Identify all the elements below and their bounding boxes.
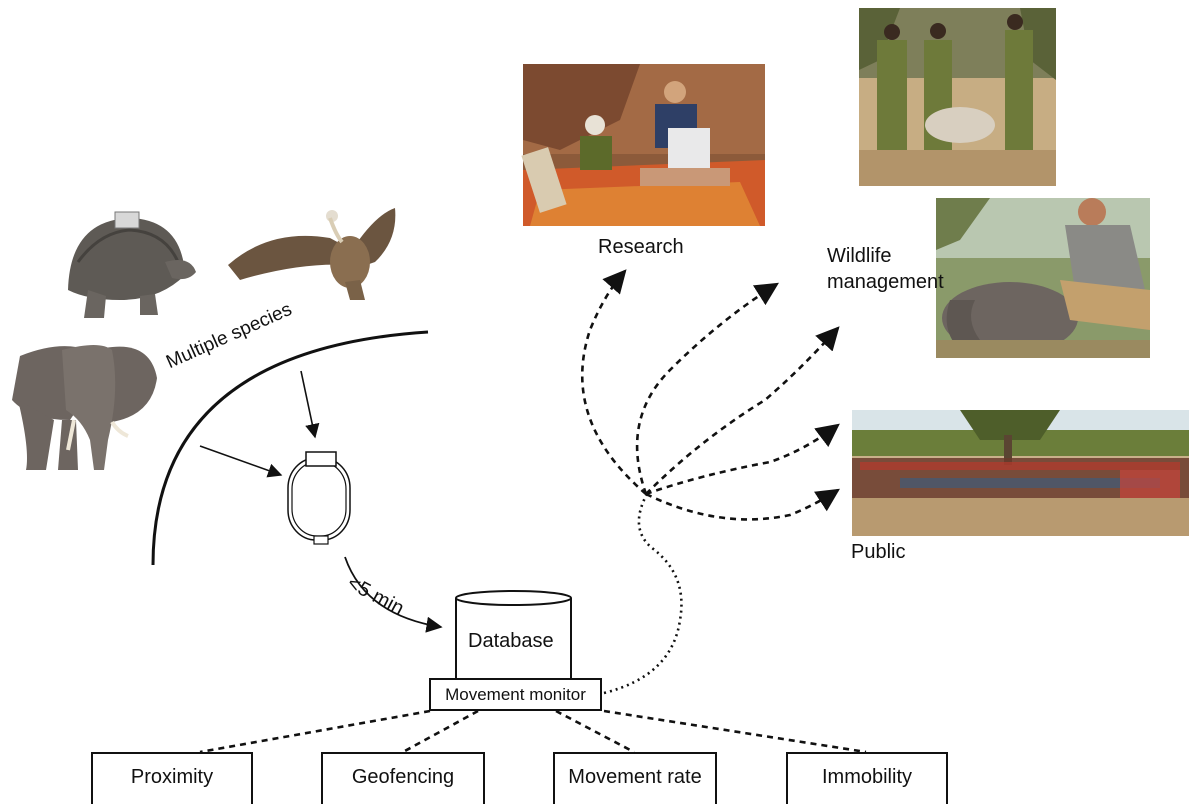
output-label-proximity: Proximity: [130, 766, 214, 788]
output-box-immobility: Immobility: [786, 752, 948, 804]
photo-rangers: [859, 8, 1056, 186]
photo-elephant-collaring: [936, 198, 1150, 358]
database-label: Database: [468, 630, 554, 652]
animal-tortoise: [68, 211, 196, 318]
output-box-proximity: Proximity: [91, 752, 253, 804]
animal-vulture: [228, 208, 396, 300]
arrow-species-to-tag-top: [300, 370, 320, 439]
output-box-geofencing: Geofencing: [321, 752, 485, 804]
database-icon: [455, 590, 572, 685]
output-label-immobility: Immobility: [821, 766, 912, 788]
output-label-geofencing: Geofencing: [351, 766, 455, 788]
public-label: Public: [851, 541, 906, 563]
movement-monitor-label: Movement monitor: [445, 684, 586, 704]
arrow-species-to-tag-left: [199, 445, 283, 478]
research-label: Research: [598, 236, 684, 258]
output-box-movement-rate: Movement rate: [553, 752, 717, 804]
animal-elephant: [12, 345, 157, 470]
output-label-movement-rate: Movement rate: [568, 766, 702, 788]
dotted-link-monitor-to-hub: [603, 491, 683, 695]
collar-tag-icon: [287, 451, 351, 545]
dashed-links-outputs: [199, 709, 867, 754]
arrow-tag-to-database: [344, 556, 443, 633]
movement-monitor-box: Movement monitor: [429, 678, 602, 711]
wildlife-management-label-line1: Wildlife: [827, 245, 892, 267]
photo-community-meeting: [852, 410, 1189, 536]
dashed-arrows-audiences: [580, 269, 840, 521]
photo-research: [521, 64, 765, 226]
species-arc: [151, 330, 429, 566]
wildlife-management-label-line2: management: [827, 271, 944, 293]
